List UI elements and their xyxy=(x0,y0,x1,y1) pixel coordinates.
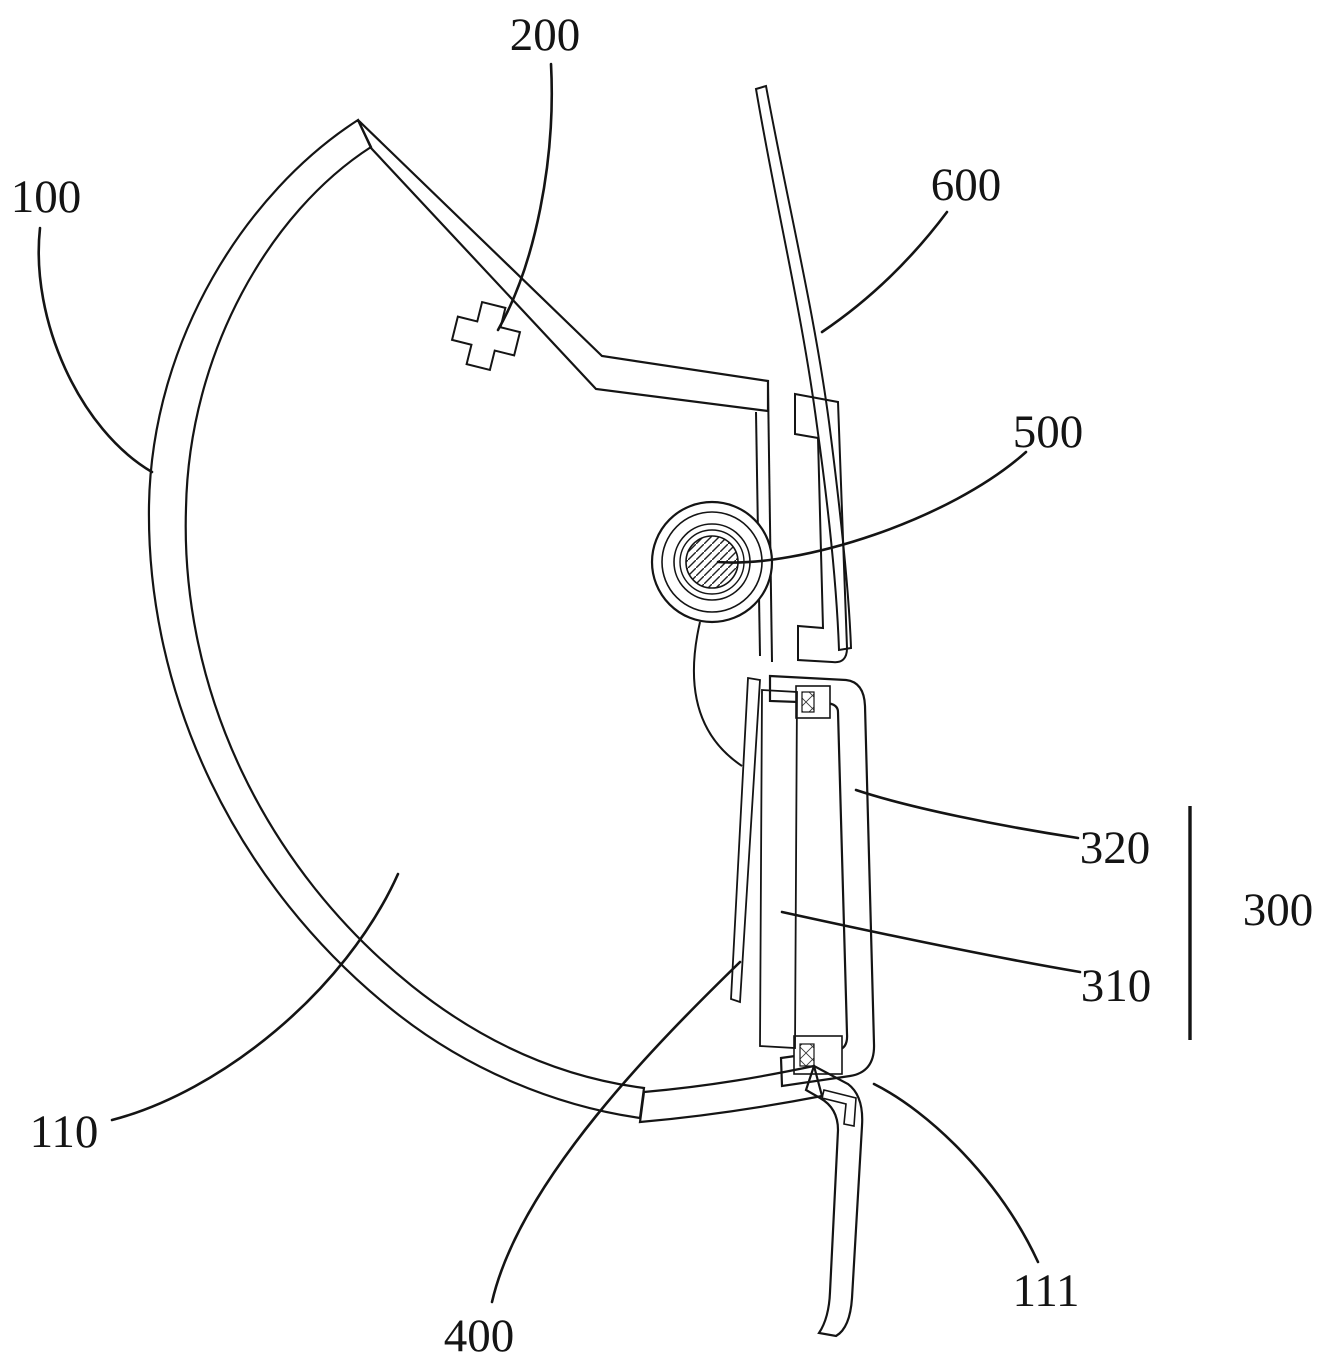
leader-400 xyxy=(490,960,742,1304)
label-111: 111 xyxy=(1012,1265,1079,1317)
reference-labels: 100 200 600 500 320 300 310 110 400 111 xyxy=(11,9,1314,1362)
leader-100 xyxy=(37,226,154,474)
leader-320 xyxy=(854,788,1080,840)
bracket-inner-strip-310 xyxy=(759,689,798,1049)
bracket-top-tab xyxy=(801,691,815,713)
leader-600 xyxy=(820,210,949,334)
label-200: 200 xyxy=(510,9,581,61)
label-500: 500 xyxy=(1013,406,1084,458)
label-400: 400 xyxy=(444,1310,515,1362)
shell-curved-wall xyxy=(147,118,646,1120)
bracket-bottom-tab xyxy=(799,1043,815,1067)
leader-500 xyxy=(716,450,1028,564)
shell-top-wall xyxy=(357,119,770,413)
channel-line-outer xyxy=(767,385,773,663)
label-100: 100 xyxy=(11,171,82,223)
plus-clip-200 xyxy=(450,300,522,372)
trim-strip-600 xyxy=(754,84,853,652)
leader-310 xyxy=(780,910,1082,974)
bottom-flap-hook xyxy=(821,1089,857,1127)
label-310: 310 xyxy=(1081,960,1152,1012)
label-300: 300 xyxy=(1243,884,1314,936)
bottom-wall xyxy=(638,1064,864,1338)
bracket-assembly xyxy=(730,674,876,1088)
label-600: 600 xyxy=(931,159,1002,211)
frame-hook-bar xyxy=(794,392,849,664)
hinge-tail-curve xyxy=(692,621,743,767)
leader-200 xyxy=(496,62,554,332)
leader-111 xyxy=(872,1082,1040,1264)
bottom-flap xyxy=(804,1064,864,1338)
thin-strip-400 xyxy=(730,676,761,1004)
leader-110 xyxy=(110,872,400,1122)
hinge-assembly xyxy=(650,500,774,767)
label-320: 320 xyxy=(1080,822,1151,874)
bracket-outer-320 xyxy=(768,674,876,1088)
leader-lines xyxy=(37,62,1192,1304)
housing-shell xyxy=(147,118,773,1120)
label-110: 110 xyxy=(30,1106,99,1158)
